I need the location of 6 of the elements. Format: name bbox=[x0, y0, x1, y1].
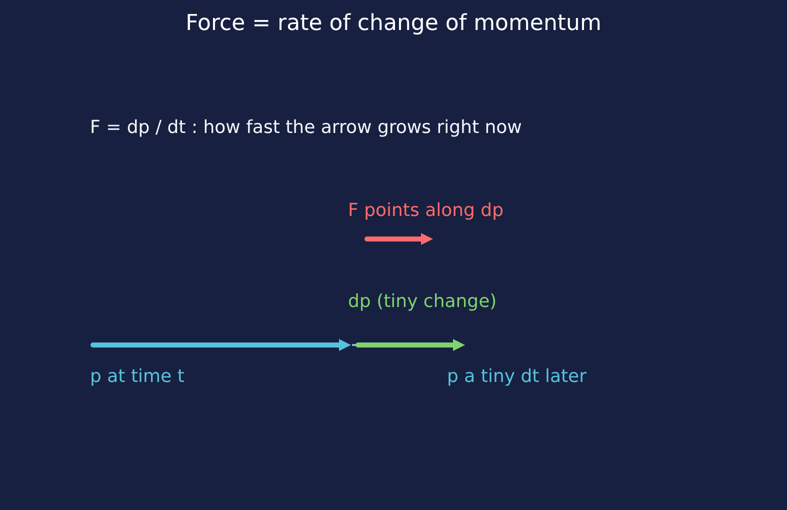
momentum-label: p at time t bbox=[90, 366, 184, 388]
diagram-title: Force = rate of change of momentum bbox=[186, 11, 602, 38]
later-momentum-label: p a tiny dt later bbox=[447, 366, 587, 388]
force-label: F points along dp bbox=[348, 200, 504, 222]
formula-text: F = dp / dt : how fast the arrow grows right now bbox=[90, 117, 522, 139]
change-label: dp (tiny change) bbox=[348, 291, 497, 313]
